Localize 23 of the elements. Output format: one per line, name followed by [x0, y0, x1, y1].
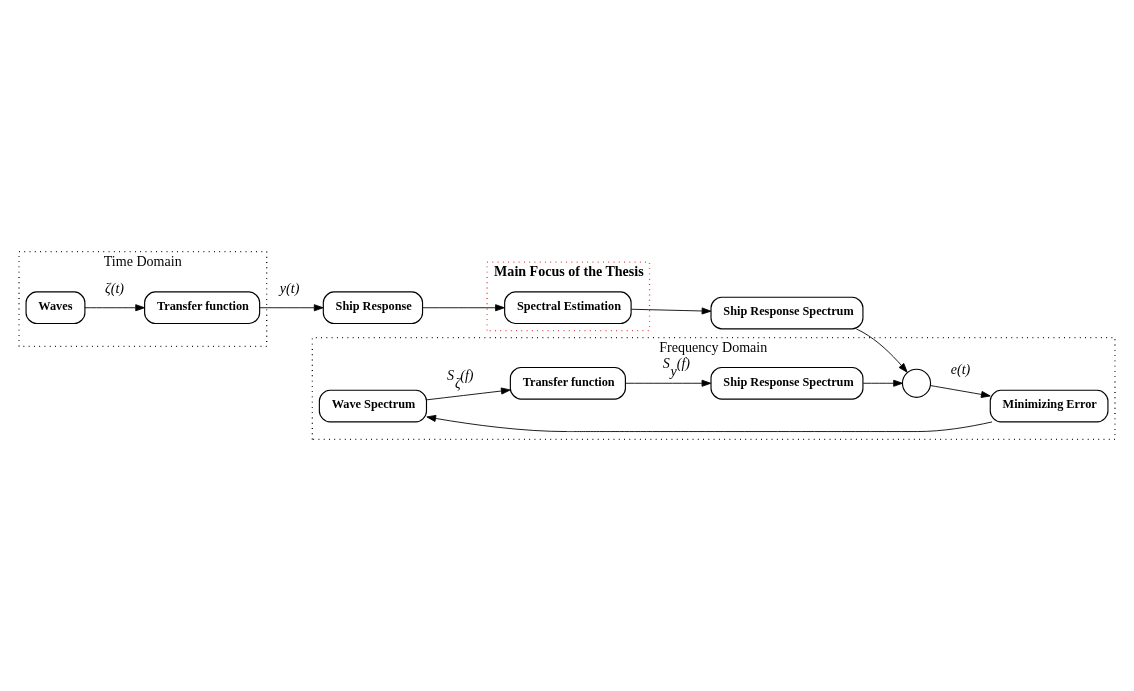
arrow — [625, 379, 712, 387]
node-box: Minimizing Error — [989, 389, 1109, 423]
node-box: Ship Response Spectrum — [710, 366, 864, 400]
node-circle — [901, 368, 932, 398]
node-box: Waves — [25, 291, 86, 325]
node-box: Transfer function — [144, 291, 261, 325]
arrow — [862, 379, 903, 387]
edge-label: e(t) — [950, 361, 971, 378]
arrow — [630, 307, 712, 315]
arrow — [259, 304, 324, 312]
node-box: Transfer function — [509, 366, 626, 400]
edge-label: ζ(t) — [105, 279, 125, 296]
arrow — [929, 385, 991, 398]
arrow — [855, 328, 908, 373]
edge-label: y(t) — [279, 279, 300, 296]
arrow — [84, 304, 145, 312]
node-box: Ship Response — [322, 291, 424, 325]
node-box: Wave Spectrum — [318, 389, 428, 423]
node-box: Ship Response Spectrum — [710, 296, 864, 330]
arrow — [426, 387, 511, 401]
node-box: Spectral Estimation — [504, 291, 632, 325]
arrow — [422, 304, 505, 312]
arrow — [426, 414, 993, 432]
